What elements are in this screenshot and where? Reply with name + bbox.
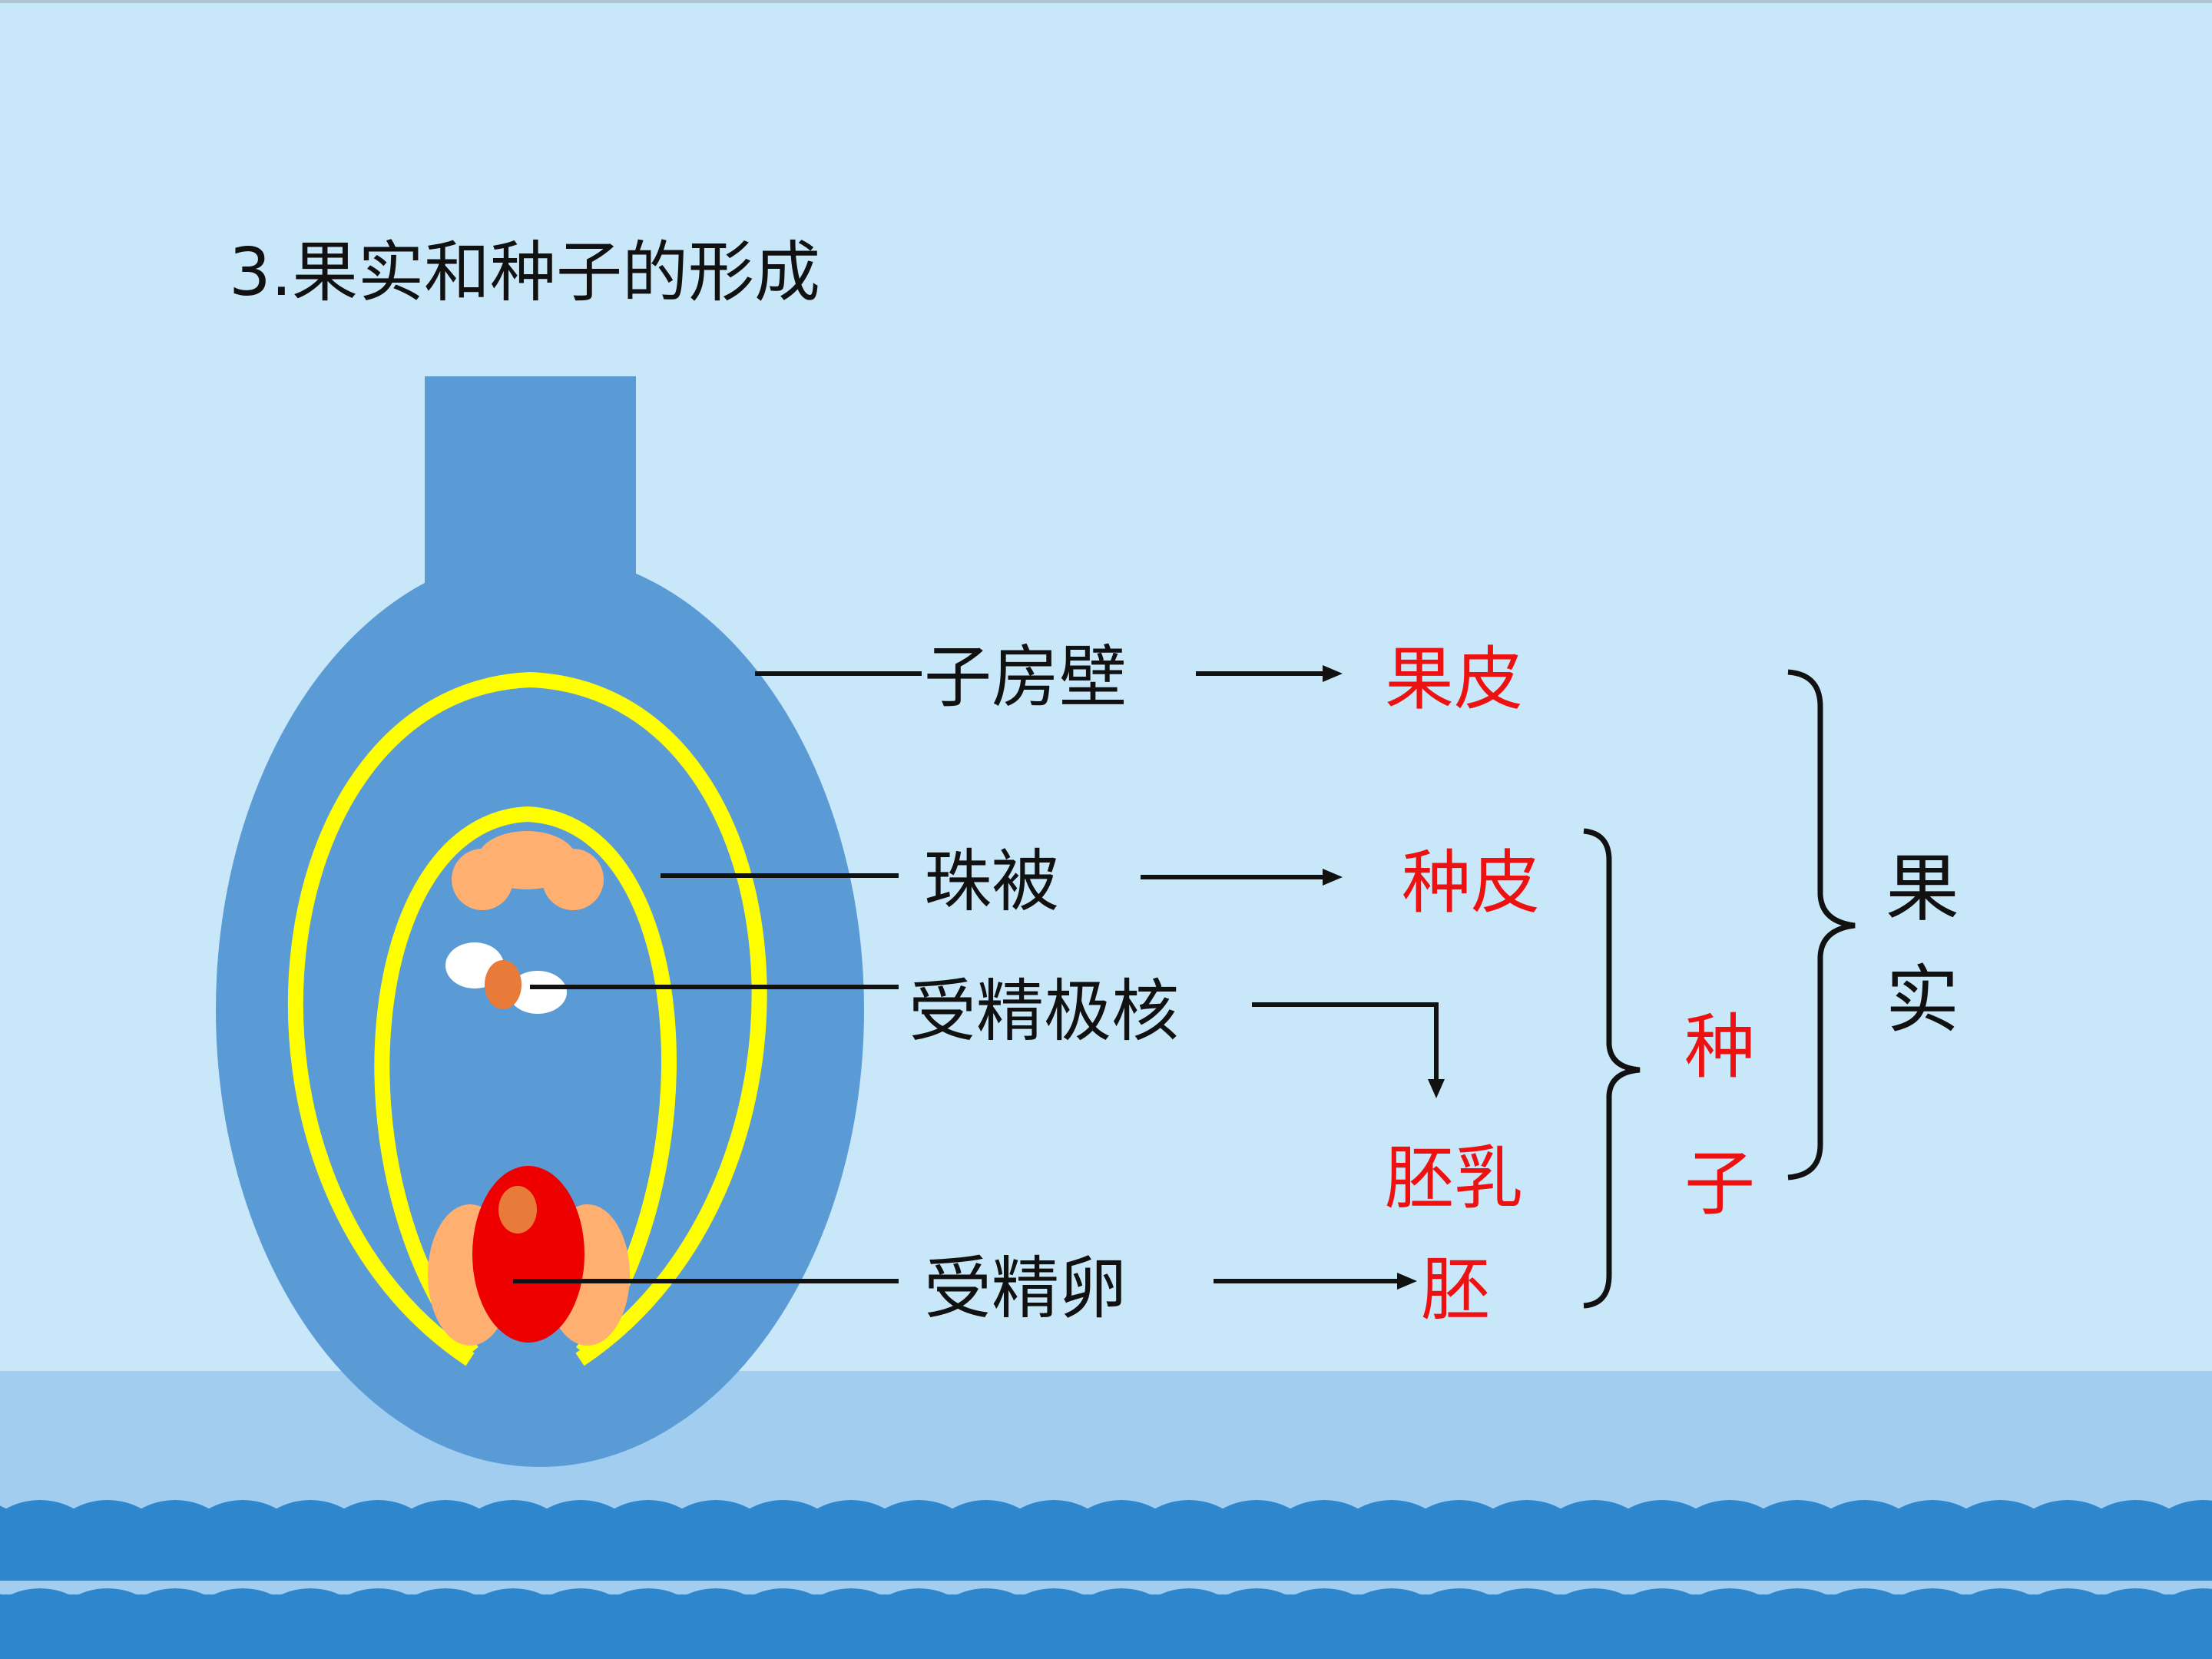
wave-scallop (916, 1588, 1057, 1659)
result-seed-coat: 种皮 (1402, 843, 1540, 923)
arrow-head (1397, 1273, 1417, 1290)
arrow-head (1428, 1079, 1445, 1098)
fruit-brace (1787, 669, 1856, 1181)
egg-nucleus (498, 1186, 537, 1233)
wave-scallop (645, 1588, 786, 1659)
label-fertilized-polar-nuclei: 受精极核 (909, 972, 1179, 1051)
wave-scallop (104, 1588, 246, 1659)
label-integument: 珠被 (924, 842, 1059, 921)
wave-scallop (240, 1588, 381, 1659)
wave-scallop (1186, 1588, 1327, 1659)
label-ovary-wall: 子房壁 (924, 637, 1127, 717)
decorative-wave-pattern (0, 1500, 2212, 1659)
arrow-heads (1323, 665, 1445, 1290)
wave-scallop (780, 1588, 922, 1659)
wave-scallop (0, 1588, 111, 1659)
group-fruit-char-1: 果 (1886, 846, 1959, 932)
wave-scallop (1862, 1588, 2003, 1659)
arrow-head (1323, 869, 1343, 886)
wave-scallop (1321, 1588, 1462, 1659)
fertilized-polar-nucleus (485, 960, 522, 1009)
outer-integument (287, 671, 767, 1366)
inner-integument (374, 806, 677, 1357)
arrow-head (1323, 665, 1343, 682)
arrows (1141, 671, 1439, 1283)
nucellus-tissue (477, 831, 577, 889)
ovary-illustration (216, 376, 864, 1467)
label-fertilized-egg: 受精卵 (924, 1249, 1127, 1328)
leader-lines (513, 671, 922, 1283)
wave-scallop (375, 1588, 516, 1659)
slide-title: 3.果实和种子的形成 (229, 234, 820, 311)
top-border-line (0, 0, 2212, 3)
wave-scallop (1051, 1588, 1192, 1659)
group-seed-char-1: 种 (1684, 1006, 1755, 1088)
wave-scallop (1727, 1588, 1868, 1659)
wave-scallop (510, 1588, 651, 1659)
result-pericarp: 果皮 (1385, 639, 1523, 720)
wave-scallop (2132, 1588, 2212, 1659)
result-embryo: 胚 (1421, 1250, 1490, 1330)
polar-nucleus (508, 971, 567, 1014)
result-endosperm: 胚乳 (1385, 1138, 1523, 1219)
wave-scallop (1591, 1588, 1733, 1659)
seed-brace (1583, 828, 1641, 1309)
group-fruit-char-2: 实 (1886, 957, 1959, 1043)
arrow-polar-nuclei (1252, 1002, 1439, 1083)
group-seed-char-2: 子 (1684, 1143, 1755, 1225)
wave-scallop (1456, 1588, 1598, 1659)
wave-scallop (1997, 1588, 2138, 1659)
